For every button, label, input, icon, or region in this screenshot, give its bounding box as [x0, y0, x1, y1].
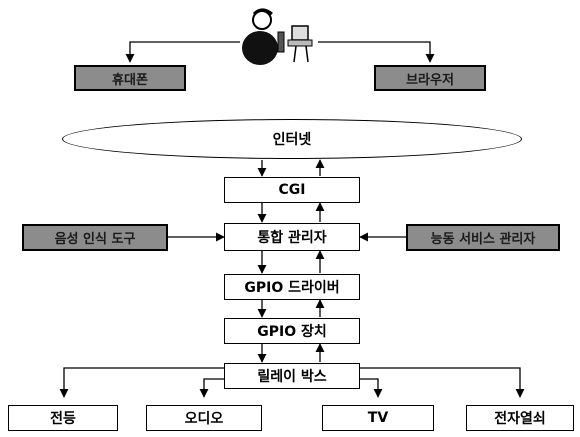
mobile-phone-box: 휴대폰 — [74, 65, 186, 91]
gpio-device-box: GPIO 장치 — [224, 318, 360, 344]
integrated-manager-box: 통합 관리자 — [224, 223, 360, 251]
browser-box: 브라우저 — [374, 65, 486, 91]
gpio-driver-box: GPIO 드라이버 — [224, 274, 360, 300]
appliance-tv-box: TV — [322, 405, 434, 431]
appliance-light-box: 전등 — [8, 405, 118, 431]
active-service-manager-box: 능동 서비스 관리자 — [406, 224, 560, 251]
appliance-electronic-lock-box: 전자열쇠 — [466, 405, 574, 431]
relay-box: 릴레이 박스 — [224, 363, 360, 389]
user-with-devices-icon — [242, 8, 313, 65]
internet-ellipse: 인터넷 — [62, 119, 522, 159]
voice-recognition-tool-box: 음성 인식 도구 — [22, 224, 168, 251]
cgi-box: CGI — [224, 177, 360, 203]
appliance-audio-box: 오디오 — [146, 405, 262, 431]
